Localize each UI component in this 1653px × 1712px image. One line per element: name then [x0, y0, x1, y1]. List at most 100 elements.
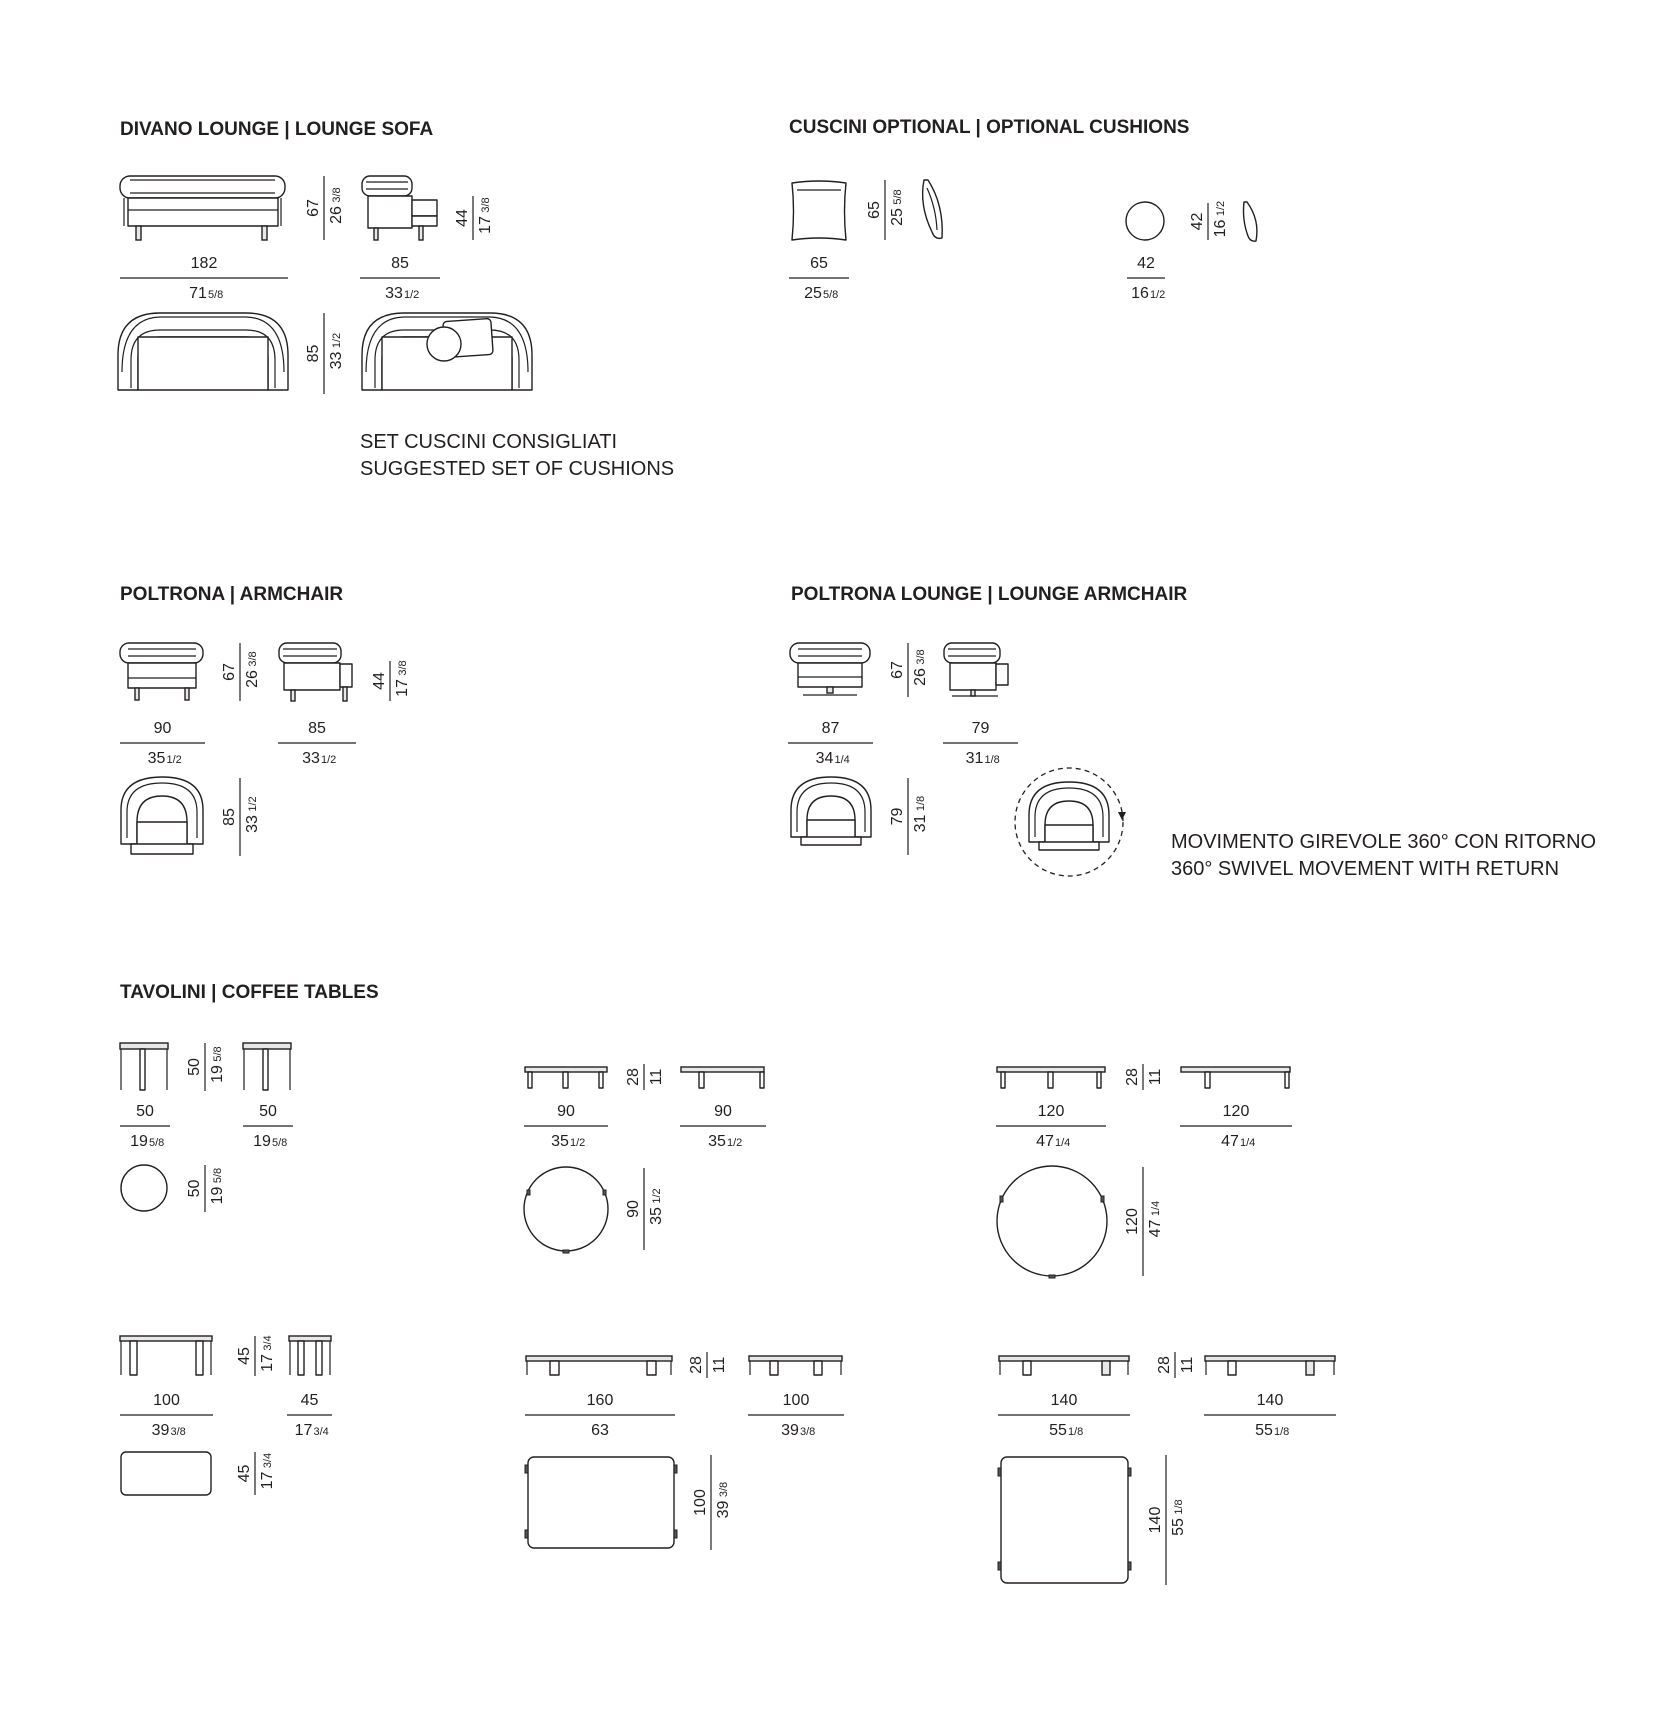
t140_a-cm: 140: [1051, 1392, 1078, 1409]
arm_d-cm: 85: [308, 720, 326, 737]
t50_a-frac: 5/8: [149, 1137, 164, 1149]
t120_a-inch: 47: [1036, 1133, 1054, 1150]
t140_a-inch: 55: [1049, 1422, 1067, 1439]
sofa_seat-frac: 3/8: [480, 197, 492, 212]
title-coffee-tables: TAVOLINI | COFFEE TABLES: [120, 982, 379, 1003]
table-140-plan: [997, 1456, 1132, 1584]
sofa_d-inch: 33: [385, 285, 403, 302]
arm_plan-frac: 1/2: [247, 796, 259, 811]
sofa-plan-with-cushions: [361, 312, 533, 391]
table-90-side-a: [524, 1066, 608, 1089]
t160_b-inch: 39: [781, 1422, 799, 1439]
t120_a-frac: 1/4: [1055, 1137, 1070, 1149]
arm_w-cm: 90: [154, 720, 172, 737]
cush_sq_w-inch: 25: [804, 285, 822, 302]
sofa_w-inch: 71: [189, 285, 207, 302]
dim-arm_plan: 85 33 1/2: [221, 778, 261, 856]
t50_a-inch: 19: [130, 1133, 148, 1150]
cush_sq_w-frac: 5/8: [823, 289, 838, 301]
table-120-side-a: [996, 1066, 1106, 1089]
t140_plan-frac: 1/8: [1173, 1499, 1185, 1514]
t160_a-inch: 63: [591, 1422, 609, 1439]
t50_h-cm: 50: [186, 1058, 203, 1076]
t50_a-cm: 50: [136, 1103, 154, 1120]
swivel-plan-view: [1014, 767, 1126, 877]
arm_d-inch: 33: [302, 750, 320, 767]
cushion-round-front: [1125, 201, 1165, 241]
sofa_h-inch: 26: [328, 206, 345, 224]
t100_plan-frac: 3/4: [262, 1453, 274, 1468]
arm_plan-cm: 85: [221, 808, 238, 826]
la_h-cm: 67: [889, 661, 906, 679]
sofa_d-frac: 1/2: [404, 289, 419, 301]
t120_h-cm: 28: [1124, 1068, 1141, 1086]
table-45-side: [288, 1335, 332, 1376]
lounge-armchair-side-view: [943, 642, 1009, 697]
armchair-front-view: [119, 642, 204, 701]
arm_d-frac: 1/2: [321, 754, 336, 766]
t160_plan-cm: 100: [692, 1489, 709, 1516]
t90_h-inch: 11: [648, 1069, 665, 1086]
la_d-inch: 31: [966, 750, 984, 767]
la_w-frac: 1/4: [835, 754, 850, 766]
arm_h-frac: 3/8: [247, 651, 259, 666]
t100_a-inch: 39: [152, 1422, 170, 1439]
note-swivel-it: MOVIMENTO GIREVOLE 360° CON RITORNO: [1171, 831, 1596, 853]
t90_b-inch: 35: [708, 1133, 726, 1150]
t100_h-cm: 45: [236, 1347, 253, 1365]
sofa_plan-frac: 1/2: [331, 333, 343, 348]
la_w-inch: 34: [816, 750, 834, 767]
table-50-side-a: [119, 1042, 169, 1091]
t50_plan-inch: 19: [209, 1187, 226, 1205]
cushion-square-front: [791, 180, 847, 241]
table-140-side-b: [1204, 1355, 1336, 1376]
table-90-plan: [523, 1166, 609, 1254]
cush_rd_w-cm: 42: [1137, 255, 1155, 272]
t100_b-frac: 3/4: [314, 1426, 329, 1438]
arm_w-inch: 35: [148, 750, 166, 767]
arm_plan-inch: 33: [244, 815, 261, 833]
t100_h-frac: 3/4: [262, 1335, 274, 1350]
arm_seat-frac: 3/8: [397, 660, 409, 675]
t140_b-inch: 55: [1255, 1422, 1273, 1439]
cush_sq_h-inch: 25: [889, 208, 906, 226]
la_h-inch: 26: [912, 668, 929, 686]
table-160-plan: [524, 1456, 678, 1549]
t160_h-inch: 11: [711, 1357, 728, 1374]
sofa_d-cm: 85: [391, 255, 409, 272]
cush_sq_h-cm: 65: [866, 201, 883, 219]
table-140-side-a: [998, 1355, 1130, 1376]
table-50-side-b: [242, 1042, 292, 1091]
lounge-armchair-plan-view: [790, 776, 872, 846]
t50_plan-cm: 50: [186, 1180, 203, 1198]
cush_sq_h-frac: 5/8: [892, 189, 904, 204]
t120_plan-frac: 1/4: [1150, 1201, 1162, 1216]
sofa_h-frac: 3/8: [331, 187, 343, 202]
cush_rd_h-cm: 42: [1189, 213, 1206, 231]
sofa-plan-view: [117, 312, 289, 391]
sofa-side-view: [361, 175, 438, 241]
t140_plan-inch: 55: [1170, 1518, 1187, 1536]
sofa_plan-inch: 33: [328, 352, 345, 370]
table-100-plan: [120, 1451, 212, 1496]
